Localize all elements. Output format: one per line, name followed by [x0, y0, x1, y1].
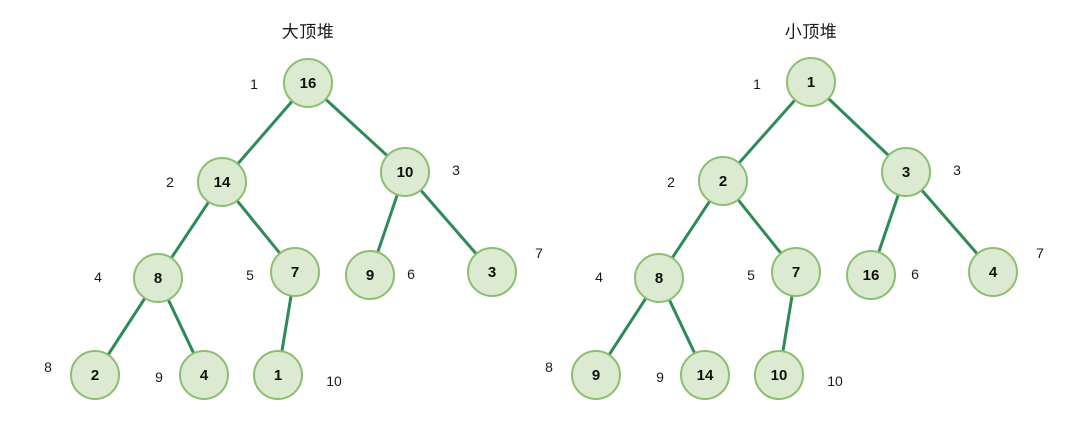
tree-edge [166, 298, 196, 355]
node-index-label: 9 [656, 369, 664, 385]
tree-edge [607, 296, 648, 357]
node-index-label: 1 [250, 76, 258, 92]
tree-edge [236, 99, 294, 166]
tree-node[interactable]: 16 [846, 250, 896, 300]
tree-edge [877, 193, 900, 254]
node-index-label: 8 [44, 359, 52, 375]
tree-edge [737, 98, 797, 165]
tree-edge [670, 199, 712, 260]
tree-node[interactable]: 3 [467, 247, 517, 297]
node-index-label: 10 [827, 373, 843, 389]
node-index-label: 9 [155, 369, 163, 385]
tree-node[interactable]: 7 [771, 247, 821, 297]
tree-node[interactable]: 14 [197, 157, 247, 207]
node-index-label: 10 [326, 373, 342, 389]
tree-edge [280, 294, 293, 353]
tree-edge [736, 198, 783, 255]
node-index-label: 6 [407, 266, 415, 282]
tree-node[interactable]: 8 [634, 253, 684, 303]
tree-edge [920, 188, 979, 256]
tree-node[interactable]: 16 [283, 58, 333, 108]
tree-edge [169, 200, 211, 260]
tree-node[interactable]: 4 [179, 350, 229, 400]
node-index-label: 1 [753, 76, 761, 92]
node-index-label: 7 [1036, 245, 1044, 261]
node-index-label: 4 [595, 269, 603, 285]
tree-node[interactable]: 3 [881, 147, 931, 197]
node-index-label: 2 [166, 174, 174, 190]
tree-title-min-heap: 小顶堆 [784, 22, 838, 42]
tree-node[interactable]: 7 [270, 247, 320, 297]
node-index-label: 5 [246, 267, 254, 283]
tree-edge [376, 193, 399, 254]
tree-node[interactable]: 8 [133, 253, 183, 303]
tree-node[interactable]: 2 [70, 350, 120, 400]
tree-edge [235, 199, 282, 255]
tree-node[interactable]: 9 [345, 250, 395, 300]
tree-title-max-heap: 大顶堆 [281, 22, 335, 42]
tree-node[interactable]: 1 [253, 350, 303, 400]
tree-edge [826, 97, 891, 157]
node-index-label: 2 [667, 174, 675, 190]
node-index-label: 3 [452, 162, 460, 178]
node-index-label: 6 [911, 266, 919, 282]
tree-node[interactable]: 4 [968, 247, 1018, 297]
node-index-label: 5 [747, 267, 755, 283]
node-index-label: 7 [535, 245, 543, 261]
tree-edge [419, 188, 478, 256]
tree-node[interactable]: 10 [380, 147, 430, 197]
tree-node[interactable]: 10 [754, 350, 804, 400]
tree-edge [667, 298, 697, 355]
tree-edge [781, 294, 794, 353]
tree-edge [106, 296, 147, 357]
tree-node[interactable]: 2 [698, 156, 748, 206]
node-index-label: 3 [953, 162, 961, 178]
tree-node[interactable]: 1 [786, 57, 836, 107]
node-index-label: 8 [545, 359, 553, 375]
tree-node[interactable]: 9 [571, 350, 621, 400]
tree-node[interactable]: 14 [680, 350, 730, 400]
tree-edge [324, 97, 389, 158]
node-index-label: 4 [94, 269, 102, 285]
